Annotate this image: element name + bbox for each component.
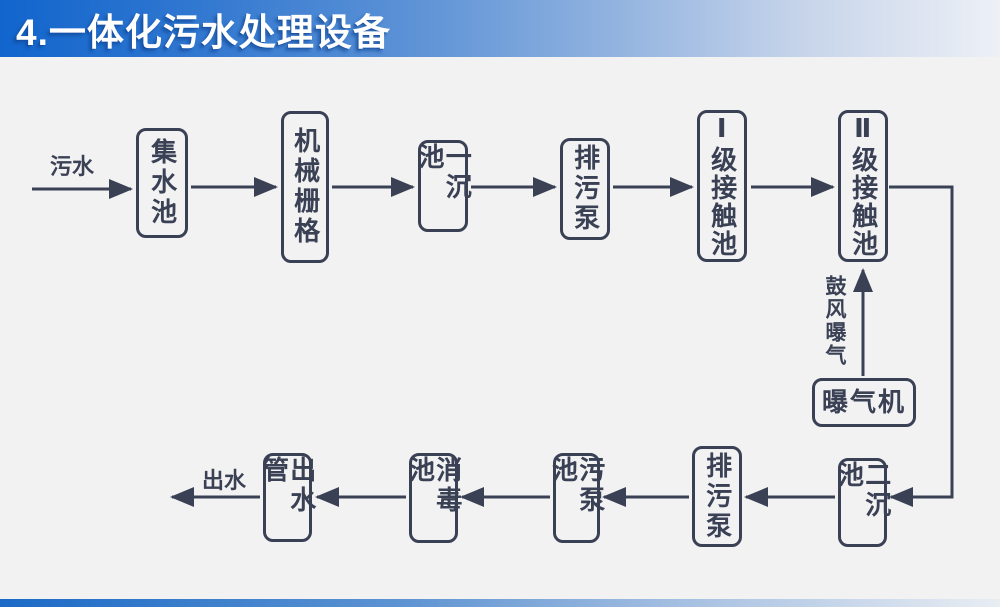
- node-collection-tank: 集水池: [136, 128, 188, 238]
- page-title: 4.一体化污水处理设备: [16, 11, 391, 53]
- node-mechanical-screen: 机械栅格: [281, 111, 329, 263]
- node-secondary-sedimentation: 二沉池: [835, 458, 892, 547]
- node-sewage-pump-top: 排污泵: [560, 138, 610, 240]
- node-sewage-pump-bottom: 排污泵: [692, 446, 742, 547]
- outlet-water-label: 出水: [201, 468, 246, 493]
- node-aerator: 曝气机: [812, 378, 916, 427]
- node-contact-tank-2: Ⅱ级接触池: [838, 110, 888, 262]
- flow-diagram: 集水池 机械栅格 一沉池 排污泵 Ⅰ级接触池 Ⅱ级接触池 曝气机 二沉池 排污泵…: [0, 57, 1000, 599]
- node-outlet-pipe: 出水管: [260, 453, 317, 542]
- node-primary-sedimentation: 一沉池: [415, 140, 472, 232]
- title-banner: 4.一体化污水处理设备: [0, 0, 1000, 57]
- elbow-contact2-to-secondary: [889, 185, 954, 507]
- node-sludge-pump-tank: 污泵池: [549, 453, 606, 543]
- blast-aeration-label: 鼓风曝气: [823, 275, 846, 367]
- node-contact-tank-1: Ⅰ级接触池: [697, 110, 747, 262]
- flow-arrows: [32, 177, 954, 507]
- inlet-water-label: 污水: [49, 154, 94, 179]
- node-disinfection-tank: 消毒池: [406, 453, 463, 543]
- bottom-accent-bar: [0, 599, 1000, 607]
